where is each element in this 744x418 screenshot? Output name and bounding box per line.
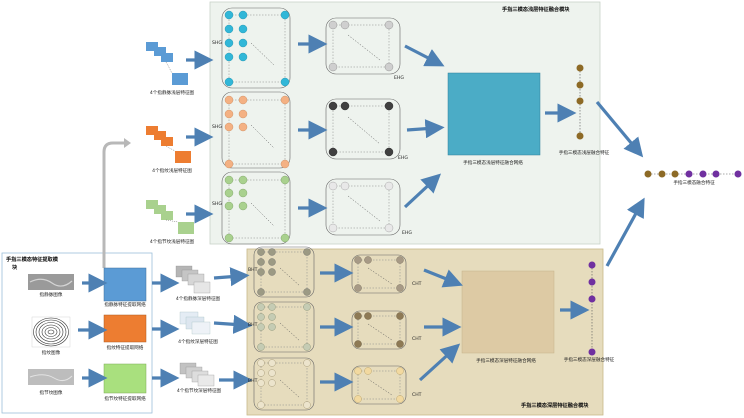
vein-deep-maps: [175, 265, 211, 294]
flow-arrows: [78, 34, 645, 392]
shg-label-print: SHG: [212, 125, 222, 130]
cht-label-knuckle: CHT: [412, 393, 422, 398]
shallow-graph-print: [221, 91, 291, 169]
extraction-panel-title-line2: 块: [12, 265, 18, 271]
shallow-graph-knuckle: [221, 171, 291, 245]
cht-label-print: CHT: [412, 337, 422, 342]
vein-shallow-label: 4个指静脉浅层特征图: [149, 91, 195, 96]
vein-image-label: 指静脉图像: [39, 293, 63, 298]
bht-label-knuckle: BHT: [248, 379, 258, 384]
final-fused-feature-chain: [644, 170, 742, 178]
print-deep-maps: [179, 311, 211, 335]
ehg-label-vein: EHG: [394, 76, 404, 81]
vein-network-block: [103, 267, 147, 302]
extraction-panel-title-line1: 手指三模态特征提取模: [6, 257, 58, 263]
shallow-hypergraph-vein: [325, 17, 401, 75]
shallow-fusion-square: [447, 72, 541, 156]
shallow-fusion-panel: [209, 1, 601, 245]
bent-arrow-head: [124, 138, 131, 148]
shallow-fusion-net-label: 手指三模态浅层特征融合网络: [463, 161, 523, 166]
deep-panel-title: 手指三模态深层特征融合模块: [521, 403, 589, 409]
bent-arrow-up: [102, 141, 124, 268]
deep-hypergraph-knuckle: [351, 365, 407, 405]
print-shallow-label: 4个指纹浅层特征图: [152, 169, 192, 174]
vein-network-label: 指静脉特征提取网络: [104, 303, 146, 308]
print-network-label: 指纹特征提取网络: [106, 346, 144, 351]
knuckle-network-label: 指节纹特征提取网络: [104, 397, 146, 402]
knuckle-deep-label: 4个指节纹深层特征图: [176, 389, 222, 394]
print-shallow-maps: [146, 126, 191, 163]
print-deep-label: 4个指纹深层特征图: [178, 340, 218, 345]
ehg-label-print: EHG: [398, 156, 408, 161]
shallow-hypergraph-knuckle: [325, 178, 401, 236]
print-network-block: [103, 314, 147, 343]
shg-label-knuckle: SHG: [212, 202, 222, 207]
knuckle-deep-maps: [179, 362, 215, 387]
shallow-graph-vein: [221, 7, 291, 89]
deep-fused-feature-chain: [588, 261, 596, 356]
print-image-label: 指纹图像: [41, 351, 61, 356]
knuckle-shallow-maps: [146, 200, 194, 234]
bht-label-print: BHT: [248, 323, 258, 328]
print-image-thumb: [31, 316, 71, 348]
shallow-panel-title: 手指三模态浅层特征融合模块: [502, 7, 570, 13]
deep-fusion-square: [461, 270, 555, 354]
knuckle-network-block: [103, 363, 147, 394]
deep-fusion-feature-label: 手指三模态深层融合特征: [563, 358, 615, 363]
shallow-fused-feature-chain: [576, 64, 584, 140]
final-fusion-feature-label: 手指三模态融合特征: [673, 181, 715, 186]
shg-label-vein: SHG: [212, 41, 222, 46]
vein-deep-label: 4个指静脉深层特征图: [175, 297, 221, 302]
cht-label-vein: CHT: [412, 282, 422, 287]
deep-fusion-net-label: 手指三模态深层特征融合网络: [476, 359, 536, 364]
bht-label-vein: BHT: [248, 268, 258, 273]
deep-graph-vein: [253, 246, 315, 298]
knuckle-image-label: 指节纹图像: [39, 391, 63, 396]
shallow-hypergraph-print: [325, 98, 401, 160]
deep-graph-print: [253, 301, 315, 353]
deep-graph-knuckle: [253, 357, 315, 411]
shallow-fusion-feature-label: 手指三模态浅层融合特征: [558, 151, 610, 156]
ehg-label-knuckle: EHG: [402, 231, 412, 236]
vein-shallow-maps: [146, 42, 188, 85]
knuckle-shallow-label: 4个指节纹浅层特征图: [149, 240, 195, 245]
deep-hypergraph-vein: [351, 254, 407, 294]
